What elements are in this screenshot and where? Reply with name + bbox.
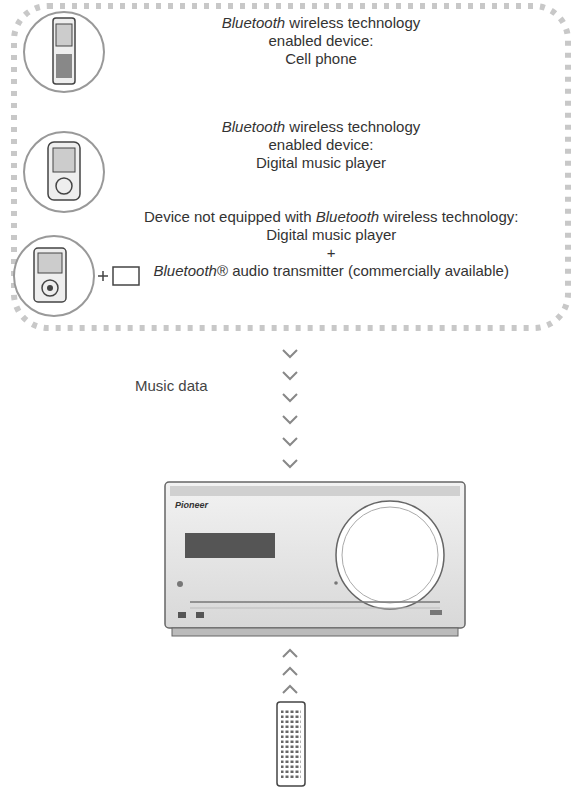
flow-label: Music data <box>135 377 208 394</box>
remote-signal-chevrons <box>283 650 297 693</box>
cell-phone-icon <box>24 12 104 92</box>
device-group-box: Bluetooth wireless technology enabled de… <box>14 6 568 328</box>
stereo-unit <box>165 482 465 636</box>
dotted-frame <box>14 6 568 328</box>
data-flow-chevrons <box>283 350 297 467</box>
brand-logo: Pioneer <box>175 500 208 510</box>
device-description: Device not equipped with Bluetooth wirel… <box>144 208 518 280</box>
device-description: Bluetooth wireless technology enabled de… <box>222 118 420 172</box>
remote-control <box>277 702 305 786</box>
device-description: Bluetooth wireless technology enabled de… <box>222 14 420 68</box>
player-with-transmitter-icon <box>14 236 139 316</box>
music-player-icon <box>24 132 104 212</box>
